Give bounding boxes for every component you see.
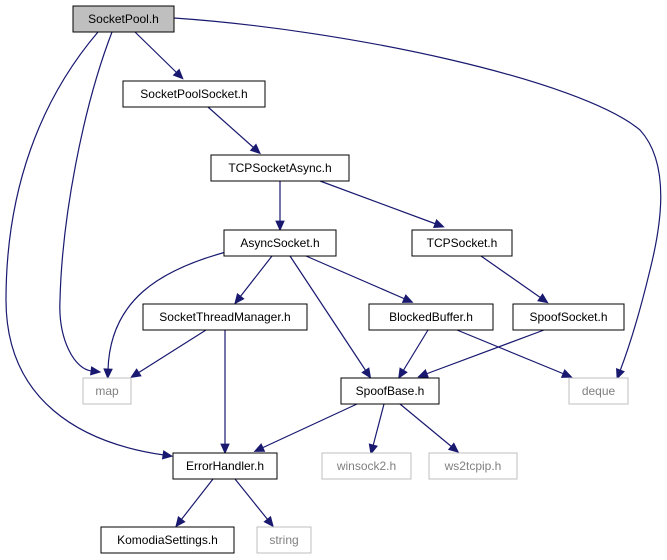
node-label-winsock2: winsock2.h — [336, 459, 396, 473]
edge-socketpool-to-map — [59, 31, 113, 376]
arrowhead-icon — [433, 219, 445, 228]
node-label-komodiasettings: KomodiaSettings.h — [117, 533, 218, 547]
edge-socketpool-to-deque — [173, 17, 662, 380]
arrowhead-icon — [234, 292, 245, 305]
node-label-socketpool: SocketPool.h — [88, 12, 159, 26]
arrowhead-icon — [560, 369, 573, 378]
arrowhead-icon — [103, 368, 113, 380]
node-label-spoofsocket: SpoofSocket.h — [529, 310, 607, 324]
node-label-ws2tcpip: ws2tcpip.h — [444, 459, 502, 473]
edge-line — [134, 31, 178, 74]
edge-spoofbase-to-winsock2 — [368, 403, 385, 456]
edge-line — [372, 403, 385, 447]
node-label-socketpoolsocket: SocketPoolSocket.h — [140, 87, 247, 101]
edge-line — [402, 329, 429, 372]
arrowhead-icon — [361, 367, 372, 379]
edge-line — [399, 403, 453, 448]
node-label-asyncsocket: AsyncSocket.h — [240, 236, 319, 250]
arrowhead-icon — [368, 443, 378, 456]
arrowhead-icon — [90, 366, 102, 376]
edge-line — [456, 329, 565, 375]
edge-line — [180, 478, 214, 521]
edge-tcpsocketasync-to-tcpsocket — [319, 180, 445, 228]
node-socketpool[interactable]: SocketPool.h — [72, 5, 175, 33]
edge-spoofbase-to-ws2tcpip — [399, 403, 460, 453]
arrowhead-icon — [253, 443, 266, 452]
edge-socketpool-to-errorhandler — [5, 31, 174, 460]
edge-line — [234, 478, 269, 521]
edges — [5, 17, 662, 528]
edge-line — [305, 255, 406, 300]
edge-line — [261, 403, 358, 449]
arrowhead-icon — [263, 515, 274, 528]
node-map[interactable]: map — [82, 377, 132, 405]
edge-line — [425, 329, 545, 375]
edge-asyncsocket-to-blockedbuffer — [305, 255, 414, 303]
node-asyncsocket[interactable]: AsyncSocket.h — [223, 229, 337, 257]
nodes: SocketPool.h SocketPoolSocket.h TCPSocke… — [72, 5, 629, 554]
node-label-tcpsocketasync: TCPSocketAsync.h — [228, 161, 331, 175]
arrowhead-icon — [447, 442, 460, 453]
node-tcpsocket[interactable]: TCPSocket.h — [411, 229, 513, 257]
node-label-spoofbase: SpoofBase.h — [356, 384, 425, 398]
edge-blockedbuffer-to-deque — [456, 329, 573, 378]
edge-tcpsocket-to-spoofsocket — [480, 255, 549, 304]
node-blockedbuffer[interactable]: BlockedBuffer.h — [368, 303, 494, 331]
node-komodiasettings[interactable]: KomodiaSettings.h — [100, 526, 235, 554]
edge-line — [239, 255, 273, 298]
node-label-blockedbuffer: BlockedBuffer.h — [389, 310, 473, 324]
arrowhead-icon — [175, 515, 186, 528]
node-spoofbase[interactable]: SpoofBase.h — [340, 377, 440, 405]
node-deque[interactable]: deque — [568, 377, 629, 405]
arrowhead-icon — [401, 294, 414, 303]
edge-line — [207, 106, 255, 149]
node-label-deque: deque — [582, 384, 616, 398]
arrowhead-icon — [161, 450, 174, 460]
node-spoofsocket[interactable]: SpoofSocket.h — [512, 303, 625, 331]
node-label-socketthreadmanager: SocketThreadManager.h — [159, 310, 290, 324]
edge-line — [480, 255, 542, 299]
node-ws2tcpip[interactable]: ws2tcpip.h — [428, 452, 518, 480]
edge-asyncsocket-to-spoofbase — [289, 255, 372, 379]
edge-line — [107, 251, 227, 371]
edge-line — [137, 329, 207, 374]
edge-line — [173, 17, 662, 372]
node-string[interactable]: string — [256, 526, 312, 554]
edge-socketpoolsocket-to-tcpsocketasync — [207, 106, 261, 155]
edge-spoofbase-to-errorhandler — [253, 403, 358, 452]
arrowhead-icon — [172, 68, 184, 80]
arrowhead-icon — [220, 443, 230, 455]
arrowhead-icon — [398, 367, 408, 379]
arrowhead-icon — [275, 220, 285, 232]
node-socketpoolsocket[interactable]: SocketPoolSocket.h — [122, 80, 266, 108]
node-label-map: map — [95, 384, 119, 398]
node-label-string: string — [269, 533, 298, 547]
edge-line — [289, 255, 367, 372]
edge-asyncsocket-to-socketthreadmanager — [234, 255, 273, 305]
edge-line — [319, 180, 437, 225]
node-tcpsocketasync[interactable]: TCPSocketAsync.h — [210, 154, 350, 182]
node-socketthreadmanager[interactable]: SocketThreadManager.h — [142, 303, 308, 331]
edge-blockedbuffer-to-spoofbase — [398, 329, 429, 379]
arrowhead-icon — [537, 293, 549, 304]
edge-asyncsocket-to-map — [103, 251, 227, 380]
edge-socketthreadmanager-to-map — [130, 329, 207, 378]
edge-tcpsocketasync-to-asyncsocket — [275, 181, 285, 232]
arrowhead-icon — [130, 368, 142, 378]
edge-spoofsocket-to-spoofbase — [417, 329, 545, 378]
arrowhead-icon — [616, 368, 625, 380]
edge-line — [59, 31, 113, 372]
edge-errorhandler-to-komodiasettings — [175, 478, 214, 528]
node-label-errorhandler: ErrorHandler.h — [186, 459, 264, 473]
node-errorhandler[interactable]: ErrorHandler.h — [172, 452, 278, 480]
node-winsock2[interactable]: winsock2.h — [321, 452, 412, 480]
edge-socketpool-to-socketpoolsocket — [134, 31, 184, 80]
arrowhead-icon — [417, 369, 429, 378]
node-label-tcpsocket: TCPSocket.h — [427, 236, 498, 250]
edge-errorhandler-to-string — [234, 478, 274, 528]
edge-socketthreadmanager-to-errorhandler — [220, 330, 230, 455]
edge-line — [5, 31, 165, 456]
arrowhead-icon — [249, 143, 261, 155]
